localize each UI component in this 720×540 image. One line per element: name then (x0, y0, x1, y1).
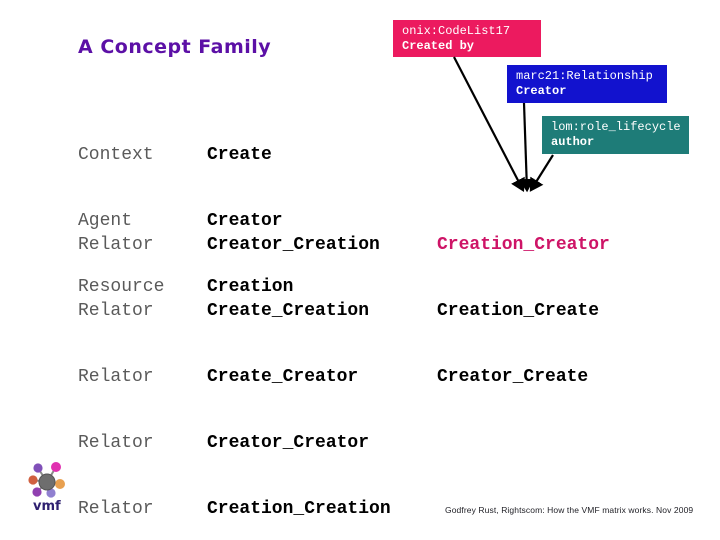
vmf-logo-icon (28, 462, 65, 498)
marc21-mapping-box: marc21:Relationship Creator (507, 65, 667, 103)
marc21-scheme-label: marc21:Relationship (516, 69, 653, 83)
relator-label: Relator (78, 499, 154, 519)
arrow-marc21-to-concept (518, 102, 535, 193)
lom-mapping-box: lom:role_lifecycle author (542, 116, 689, 154)
relator-roles-column: Relator Relator Relator Relator Relator (78, 190, 154, 540)
arrow-lom-to-concept (529, 154, 554, 192)
logo-node-bottomright (46, 488, 56, 498)
highlighted-concept-label: Creation_Creator (437, 235, 610, 255)
onix-mapping-box: onix:CodeList17 Created by (393, 20, 541, 57)
relator-concept-label: Creator_Creator (207, 433, 370, 453)
vmf-logo-label: vmf (33, 499, 61, 514)
logo-node-topleft (33, 463, 43, 473)
concepts-top-column: Create Creator Creation (207, 100, 293, 342)
onix-term-label: Created by (402, 39, 475, 53)
logo-node-left (28, 475, 38, 485)
relator-concept-label: Create_Creation (207, 301, 370, 321)
relator-label: Relator (78, 433, 154, 453)
onix-scheme-label: onix:CodeList17 (402, 24, 511, 38)
relator-label: Relator (78, 235, 154, 255)
relator-concept-label: Creator_Creation (207, 235, 380, 255)
derived-concept-label: Creator_Create (437, 367, 589, 387)
concept-label: Creator (207, 211, 283, 231)
logo-center-node (38, 473, 56, 491)
lom-scheme-label: lom:role_lifecycle (551, 120, 681, 134)
relator-label: Relator (78, 301, 154, 321)
concept-label: Creation (207, 277, 294, 297)
relator-label: Relator (78, 367, 154, 387)
concept-label: Create (207, 145, 272, 165)
logo-node-topright (51, 462, 61, 472)
footer-credit: Godfrey Rust, Rightscom: How the VMF mat… (445, 505, 694, 515)
role-label: Agent (78, 211, 133, 231)
derived-concepts-column: Creation_Creator Creation_Create Creator… (437, 190, 610, 432)
role-label: Resource (78, 277, 165, 297)
page-title: A Concept Family (78, 36, 272, 58)
relator-concept-label: Create_Creator (207, 367, 359, 387)
relator-concept-label: Creation_Creation (207, 499, 391, 519)
role-label: Context (78, 145, 154, 165)
lom-term-label: author (551, 135, 595, 149)
marc21-term-label: Creator (516, 84, 567, 98)
relator-concepts-column: Creator_Creation Create_Creation Create_… (207, 190, 391, 540)
derived-concept-label: Creation_Create (437, 301, 600, 321)
logo-node-bottomleft (32, 487, 42, 497)
roles-top-column: Context Agent Resource (78, 100, 164, 342)
logo-node-right (55, 479, 65, 489)
